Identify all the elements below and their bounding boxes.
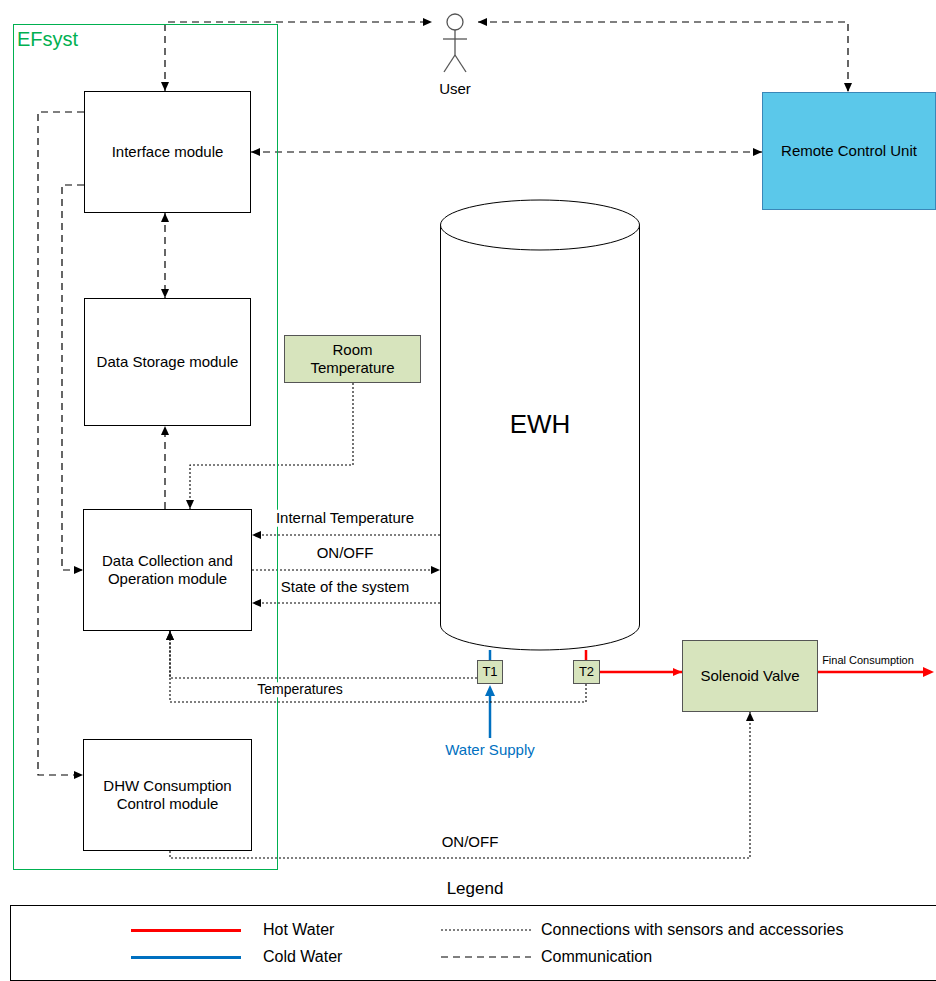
connector-label: Internal Temperature <box>274 510 416 527</box>
tank-body <box>441 225 640 650</box>
arrowhead <box>74 771 83 779</box>
legend-title: Legend <box>447 880 504 899</box>
arrowhead <box>673 668 682 676</box>
module-box: Data Collection and Operation module <box>83 509 252 631</box>
arrowhead <box>166 631 174 640</box>
legend-line-sample <box>441 927 531 933</box>
connector-label: State of the system <box>279 579 411 596</box>
arrowhead <box>478 18 487 26</box>
module-box: Interface module <box>84 91 251 213</box>
temperature-sensor: T1 <box>477 660 503 684</box>
sensor-line <box>170 631 477 678</box>
node-label: User <box>439 80 471 98</box>
node-label: EWH <box>510 409 571 440</box>
legend-line <box>441 956 531 957</box>
arrowhead <box>746 712 754 721</box>
water-pipe <box>585 650 588 660</box>
water-heater-tank: EWH <box>440 200 640 650</box>
arrowhead <box>252 599 261 607</box>
legend-text: Cold Water <box>263 947 342 966</box>
arrowhead <box>753 148 762 156</box>
arrowhead <box>166 631 174 640</box>
stick-figure <box>432 10 478 76</box>
communication-line <box>62 185 84 570</box>
sensor-line <box>252 602 440 603</box>
arrowhead <box>186 500 194 509</box>
outlet-label: Final Consumption <box>822 654 914 666</box>
module-box: Data Storage module <box>84 298 251 426</box>
figure-body <box>454 30 455 55</box>
legend-text: Communication <box>541 947 652 966</box>
communication-line <box>38 112 84 775</box>
figure-leg <box>455 55 466 72</box>
remote-unit-box: Remote Control Unit <box>762 92 936 210</box>
legend-text: Connections with sensors and accessories <box>541 920 843 939</box>
node-label: Data Collection and Operation module <box>92 552 243 588</box>
node-label: T2 <box>579 664 594 680</box>
arrowhead <box>161 426 169 435</box>
connector-label: Temperatures <box>255 682 345 697</box>
arrowhead <box>431 566 440 574</box>
group-title: EFsyst <box>17 27 78 51</box>
legend-swatch <box>131 929 241 932</box>
arrowhead <box>251 148 260 156</box>
communication-line <box>478 22 848 92</box>
arrowhead <box>161 82 169 91</box>
node-label: T1 <box>482 664 497 680</box>
arrowhead <box>423 18 432 26</box>
water-supply-pipe <box>489 694 492 738</box>
arrowhead <box>252 531 261 539</box>
figure-arms <box>443 38 467 39</box>
water-pipe <box>600 671 682 674</box>
node-label: DHW Consumption Control module <box>92 777 243 813</box>
communication-line <box>165 22 432 91</box>
legend-text: Hot Water <box>263 920 334 939</box>
legend-line-sample <box>441 954 531 960</box>
legend-box: Hot WaterCold Water Connections with sens… <box>10 905 936 981</box>
communication-line <box>164 213 165 298</box>
connector-label: ON/OFF <box>315 545 376 562</box>
sensor-box: Room Temperature <box>284 335 421 383</box>
node-label: Interface module <box>112 143 224 161</box>
temperature-sensor: T2 <box>573 660 600 684</box>
connector-label: ON/OFF <box>440 834 501 851</box>
legend-line <box>441 929 531 930</box>
final-consumption-pipe <box>818 671 926 674</box>
water-supply-arrow <box>485 685 495 696</box>
tank-top <box>441 200 640 250</box>
communication-line <box>251 151 762 152</box>
valve-box: Solenoid Valve <box>682 640 818 712</box>
arrowhead <box>161 289 169 298</box>
arrowhead <box>74 566 83 574</box>
node-label: Solenoid Valve <box>701 667 800 685</box>
figure-head <box>447 14 463 30</box>
system-boundary: EFsystInterface moduleData Storage modul… <box>13 24 278 870</box>
user-actor: User <box>432 10 478 102</box>
module-box: DHW Consumption Control module <box>83 739 252 851</box>
legend-swatch <box>131 956 241 959</box>
inlet-label: Water Supply <box>445 742 534 759</box>
figure-leg <box>444 55 455 72</box>
arrowhead <box>844 83 852 92</box>
sensor-line <box>170 712 750 858</box>
final-consumption-arrow <box>923 667 934 677</box>
node-label: Data Storage module <box>97 353 239 371</box>
communication-line <box>164 426 165 509</box>
sensor-line <box>252 569 440 570</box>
node-label: Room Temperature <box>289 341 416 377</box>
arrowhead <box>161 213 169 222</box>
node-label: Remote Control Unit <box>781 142 917 160</box>
sensor-line <box>252 534 440 535</box>
water-pipe <box>489 650 492 660</box>
